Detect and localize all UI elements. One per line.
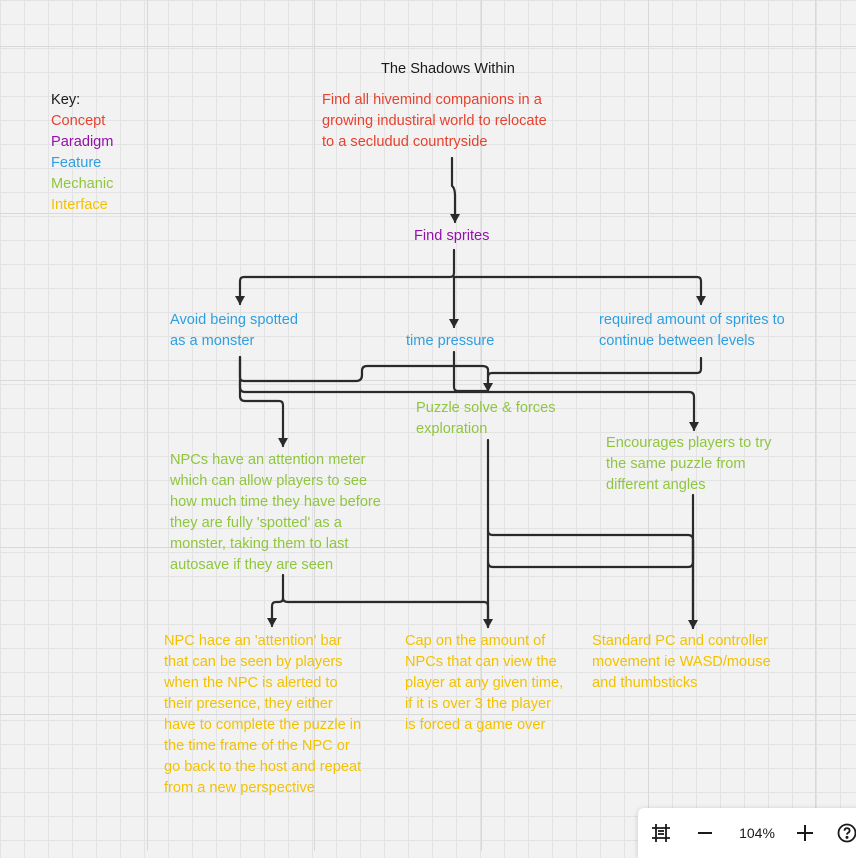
zoom-in-icon[interactable]	[794, 808, 816, 858]
concept-node[interactable]: Find all hivemind companions in a growin…	[322, 92, 547, 150]
interface-node-movement[interactable]: Standard PC and controller movement ie W…	[592, 633, 771, 691]
diagram-title: The Shadows Within	[381, 61, 515, 77]
connector-avoid-to-meter	[238, 355, 288, 448]
feature-node-avoid-spotted[interactable]: Avoid being spotted as a monster	[170, 312, 298, 349]
frame-icon[interactable]	[648, 808, 674, 858]
mechanic-node-encourage[interactable]: Encourages players to try the same puzzl…	[606, 435, 772, 493]
legend-item-paradigm: Paradigm	[51, 134, 114, 150]
connector-loop-a	[486, 560, 695, 569]
zoom-toolbar: 104%	[638, 808, 856, 858]
legend-item-interface: Interface	[51, 197, 108, 213]
connector-time-to-puzzle	[452, 350, 490, 393]
connector-paradigm-to-required	[452, 275, 706, 306]
connector-meter-to-bar	[267, 573, 285, 628]
legend-item-mechanic: Mechanic	[51, 176, 114, 192]
legend-item-concept: Concept	[51, 113, 106, 129]
interface-node-cap[interactable]: Cap on the amount of NPCs that can view …	[405, 633, 564, 733]
connector-concept-to-paradigm	[450, 156, 460, 224]
connector-required-to-puzzle	[486, 356, 703, 379]
interface-node-attention-bar[interactable]: NPC hace an 'attention' bar that can be …	[164, 633, 362, 796]
connector-puzzle-to-movement	[486, 529, 698, 630]
connector-paradigm-to-avoid	[235, 248, 456, 306]
connector-meter-to-cap	[281, 596, 493, 629]
connector-avoid-to-encourage	[238, 379, 699, 432]
legend-item-feature: Feature	[51, 155, 102, 171]
feature-node-required-sprites[interactable]: required amount of sprites to continue b…	[599, 312, 785, 349]
mechanic-node-attention-meter[interactable]: NPCs have an attention meter which can a…	[170, 452, 381, 573]
legend-heading: Key:	[51, 92, 81, 108]
zoom-level[interactable]: 104%	[739, 825, 775, 841]
paradigm-node-find-sprites[interactable]: Find sprites	[414, 228, 490, 244]
feature-node-time-pressure[interactable]: time pressure	[406, 333, 495, 349]
mechanic-node-puzzle[interactable]: Puzzle solve & forces exploration	[416, 400, 556, 437]
zoom-out-icon[interactable]	[694, 808, 716, 858]
connector-avoid-to-puzzle	[238, 355, 493, 393]
